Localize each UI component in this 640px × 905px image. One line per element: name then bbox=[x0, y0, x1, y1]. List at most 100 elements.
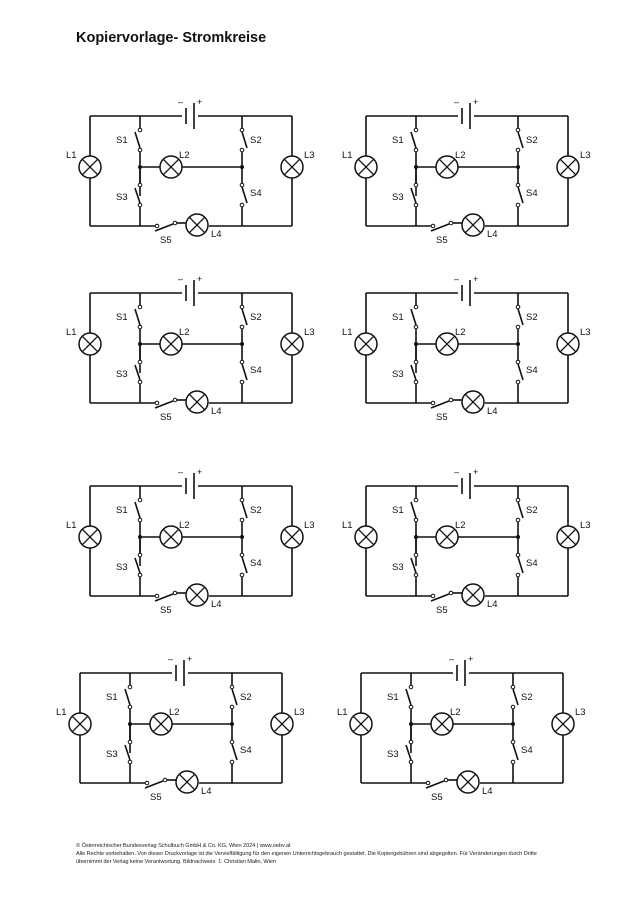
switch-s1-icon[interactable] bbox=[134, 308, 141, 326]
switch-s5-icon[interactable] bbox=[430, 593, 450, 602]
lamp-l4-icon bbox=[461, 213, 485, 237]
label-s5: S5 bbox=[436, 605, 448, 616]
label-s3: S3 bbox=[392, 369, 404, 380]
label-l1: L1 bbox=[66, 150, 77, 161]
battery-plus-label: + bbox=[473, 97, 478, 107]
switch-s5-icon[interactable] bbox=[154, 223, 174, 232]
label-s2: S2 bbox=[250, 312, 262, 323]
switch-s1-icon[interactable] bbox=[405, 688, 412, 706]
switch-s2-icon[interactable] bbox=[231, 688, 238, 706]
label-l2: L2 bbox=[455, 327, 466, 338]
switch-s3-icon[interactable] bbox=[410, 557, 417, 574]
lamp-l1-icon bbox=[78, 332, 102, 356]
switch-s2-icon[interactable] bbox=[512, 688, 519, 706]
lamp-l3-icon bbox=[280, 155, 304, 179]
battery-plus-label: + bbox=[473, 274, 478, 284]
switch-s3-icon[interactable] bbox=[134, 187, 141, 204]
label-s3: S3 bbox=[116, 562, 128, 573]
label-s4: S4 bbox=[526, 365, 538, 376]
label-s4: S4 bbox=[240, 745, 252, 756]
label-l1: L1 bbox=[342, 520, 353, 531]
battery-minus-label: – bbox=[168, 654, 173, 664]
lamp-l4-icon bbox=[461, 583, 485, 607]
label-s4: S4 bbox=[526, 188, 538, 199]
label-l4: L4 bbox=[482, 786, 493, 797]
switch-s4-icon[interactable] bbox=[241, 363, 248, 381]
switch-s5-icon[interactable] bbox=[425, 780, 445, 789]
switch-s1-icon[interactable] bbox=[410, 501, 417, 519]
label-s4: S4 bbox=[521, 745, 533, 756]
switch-s2-icon[interactable] bbox=[517, 501, 524, 519]
circuit-svg: – + bbox=[342, 97, 591, 246]
switch-s3-icon[interactable] bbox=[410, 364, 417, 381]
circuit-svg: – + bbox=[66, 467, 315, 616]
switch-s4-icon[interactable] bbox=[231, 743, 238, 761]
switch-s1-icon[interactable] bbox=[410, 308, 417, 326]
switch-s5-icon[interactable] bbox=[144, 780, 164, 789]
lamp-l3-icon bbox=[280, 525, 304, 549]
switch-s5-icon[interactable] bbox=[430, 400, 450, 409]
switch-s5-icon[interactable] bbox=[154, 593, 174, 602]
lamp-l2-icon bbox=[435, 332, 459, 356]
label-l4: L4 bbox=[211, 406, 222, 417]
label-s4: S4 bbox=[526, 558, 538, 569]
label-s2: S2 bbox=[526, 135, 538, 146]
label-s1: S1 bbox=[116, 505, 128, 516]
label-s2: S2 bbox=[250, 135, 262, 146]
switch-s4-icon[interactable] bbox=[241, 186, 248, 204]
label-s1: S1 bbox=[392, 312, 404, 323]
switch-s2-icon[interactable] bbox=[241, 131, 248, 149]
lamp-l1-icon bbox=[354, 155, 378, 179]
label-l3: L3 bbox=[580, 150, 591, 161]
lamp-l3-icon bbox=[556, 525, 580, 549]
lamp-l4-icon bbox=[185, 213, 209, 237]
label-l1: L1 bbox=[342, 150, 353, 161]
switch-s2-icon[interactable] bbox=[517, 131, 524, 149]
switch-s3-icon[interactable] bbox=[134, 557, 141, 574]
switch-s4-icon[interactable] bbox=[517, 363, 524, 381]
switch-s2-icon[interactable] bbox=[241, 308, 248, 326]
page-title: Kopiervorlage- Stromkreise bbox=[76, 30, 267, 46]
switch-s3-icon[interactable] bbox=[124, 744, 131, 761]
switch-s5-icon[interactable] bbox=[430, 223, 450, 232]
label-s5: S5 bbox=[431, 792, 443, 803]
label-s2: S2 bbox=[526, 505, 538, 516]
label-l2: L2 bbox=[450, 707, 461, 718]
switch-s1-icon[interactable] bbox=[134, 131, 141, 149]
label-s2: S2 bbox=[240, 692, 252, 703]
circuit-diagram-2: – + bbox=[342, 96, 640, 276]
battery-minus-label: – bbox=[178, 97, 183, 107]
battery-icon bbox=[185, 280, 195, 306]
switch-s4-icon[interactable] bbox=[241, 556, 248, 574]
switch-s3-icon[interactable] bbox=[134, 364, 141, 381]
label-l1: L1 bbox=[337, 707, 348, 718]
battery-plus-label: + bbox=[197, 467, 202, 477]
copyright-footer: © Österreichischer Bundesverlag Schulbuc… bbox=[76, 842, 616, 867]
label-l2: L2 bbox=[169, 707, 180, 718]
circuit-diagram-6: – + bbox=[342, 466, 640, 646]
switch-s2-icon[interactable] bbox=[517, 308, 524, 326]
circuit-diagram-5: – + bbox=[66, 466, 376, 646]
battery-icon bbox=[461, 473, 471, 499]
switch-s5-icon[interactable] bbox=[154, 400, 174, 409]
label-l3: L3 bbox=[294, 707, 305, 718]
lamp-l4-icon bbox=[456, 770, 480, 794]
label-s3: S3 bbox=[392, 562, 404, 573]
switch-s4-icon[interactable] bbox=[517, 186, 524, 204]
lamp-l2-icon bbox=[430, 712, 454, 736]
switch-s3-icon[interactable] bbox=[410, 187, 417, 204]
lamp-l3-icon bbox=[270, 712, 294, 736]
switch-s2-icon[interactable] bbox=[241, 501, 248, 519]
switch-s4-icon[interactable] bbox=[517, 556, 524, 574]
switch-s1-icon[interactable] bbox=[410, 131, 417, 149]
switch-s3-icon[interactable] bbox=[405, 744, 412, 761]
label-s1: S1 bbox=[387, 692, 399, 703]
label-s3: S3 bbox=[106, 749, 118, 760]
switch-s1-icon[interactable] bbox=[134, 501, 141, 519]
switch-s4-icon[interactable] bbox=[512, 743, 519, 761]
lamp-l1-icon bbox=[68, 712, 92, 736]
battery-plus-label: + bbox=[187, 654, 192, 664]
switch-s1-icon[interactable] bbox=[124, 688, 131, 706]
battery-minus-label: – bbox=[454, 274, 459, 284]
label-l1: L1 bbox=[56, 707, 67, 718]
